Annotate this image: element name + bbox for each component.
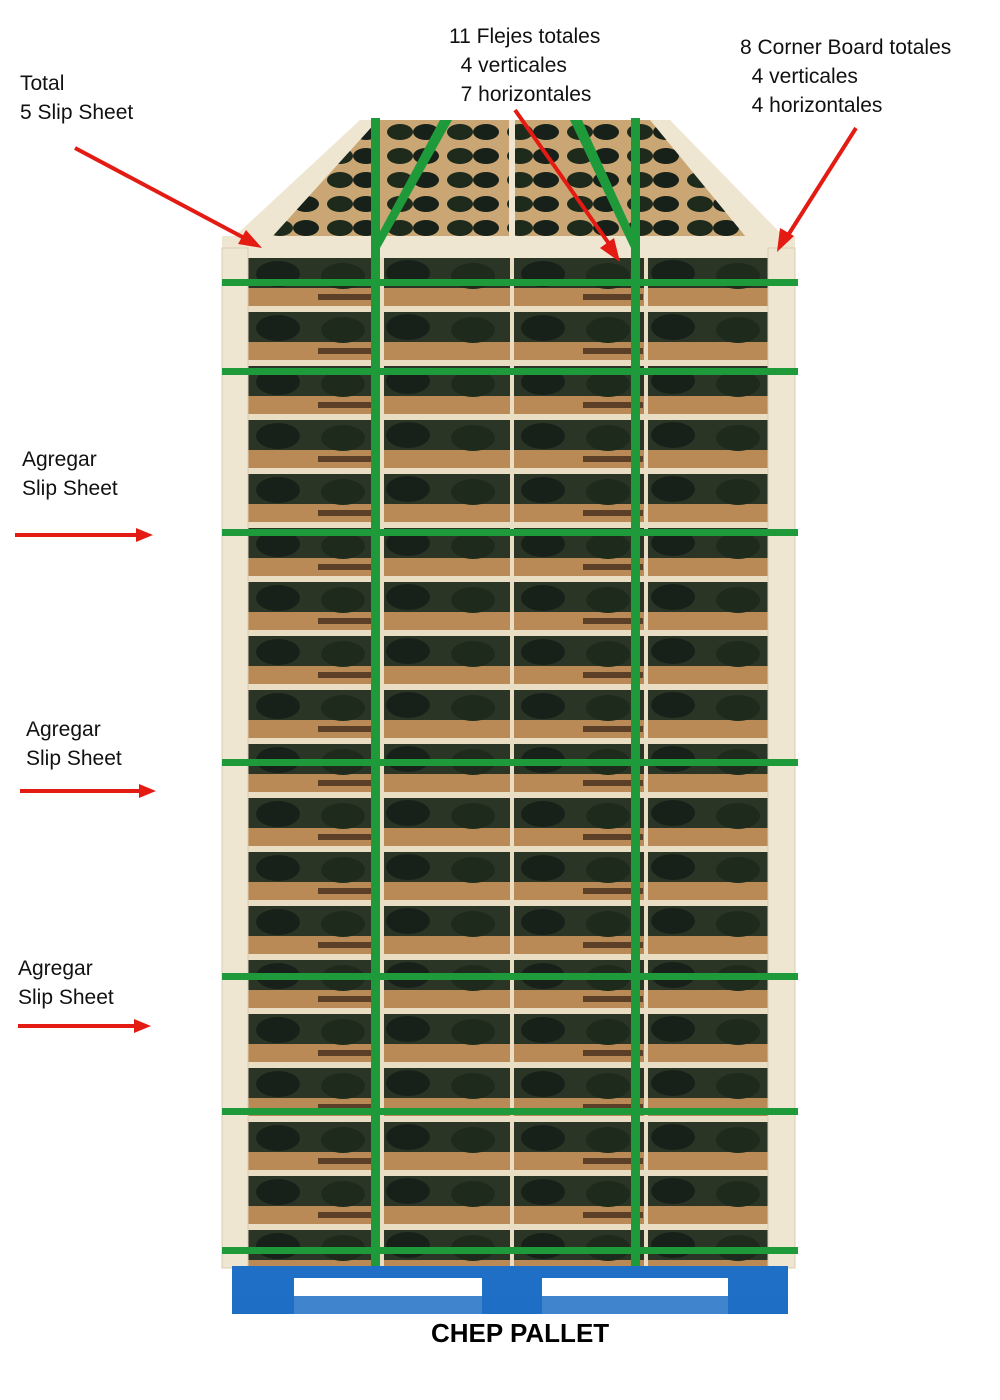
vertical-straps xyxy=(371,118,640,1268)
label-total-slip-line1: Total xyxy=(20,72,65,95)
label-total-slip-line2: 5 Slip Sheet xyxy=(20,101,134,124)
label-corner-line1: 8 Corner Board totales xyxy=(740,36,952,59)
label-agregar-2-line2: Slip Sheet xyxy=(26,747,122,770)
arrow-flejes xyxy=(513,108,614,250)
left-corner-board xyxy=(221,247,249,1269)
top-left-corner-board xyxy=(222,120,378,248)
arrow-corner xyxy=(783,126,858,242)
label-agregar-3: Agregar Slip Sheet xyxy=(18,954,114,1012)
label-flejes: 11 Flejes totales 4 verticales 7 horizon… xyxy=(449,22,600,109)
label-flejes-line1: 11 Flejes totales xyxy=(449,25,601,48)
pallet-label: CHEP PALLET xyxy=(431,1318,610,1348)
label-corner-line2: 4 verticales xyxy=(751,65,858,88)
label-total-slip: Total 5 Slip Sheet xyxy=(20,69,133,127)
arrow-total-slip xyxy=(74,146,249,242)
label-agregar-2-line1: Agregar xyxy=(26,718,101,741)
top-right-corner-board xyxy=(650,120,795,248)
label-agregar-3-line2: Slip Sheet xyxy=(18,986,114,1009)
label-corner-board: 8 Corner Board totales 4 verticales 4 ho… xyxy=(740,33,951,120)
label-flejes-line3: 7 horizontales xyxy=(460,83,592,106)
label-agregar-1-line1: Agregar xyxy=(22,448,97,471)
right-corner-board xyxy=(767,247,796,1269)
label-flejes-line2: 4 verticales xyxy=(460,54,567,77)
top-front-corner-board xyxy=(222,236,795,258)
annotation-arrows xyxy=(15,108,858,1033)
label-agregar-1-line2: Slip Sheet xyxy=(22,477,118,500)
label-agregar-2: Agregar Slip Sheet xyxy=(26,715,122,773)
label-corner-line3: 4 horizontales xyxy=(751,94,883,117)
label-agregar-3-line1: Agregar xyxy=(18,957,93,980)
label-agregar-1: Agregar Slip Sheet xyxy=(22,445,118,503)
horizontal-straps xyxy=(222,279,798,1254)
chep-pallet xyxy=(232,1266,788,1314)
